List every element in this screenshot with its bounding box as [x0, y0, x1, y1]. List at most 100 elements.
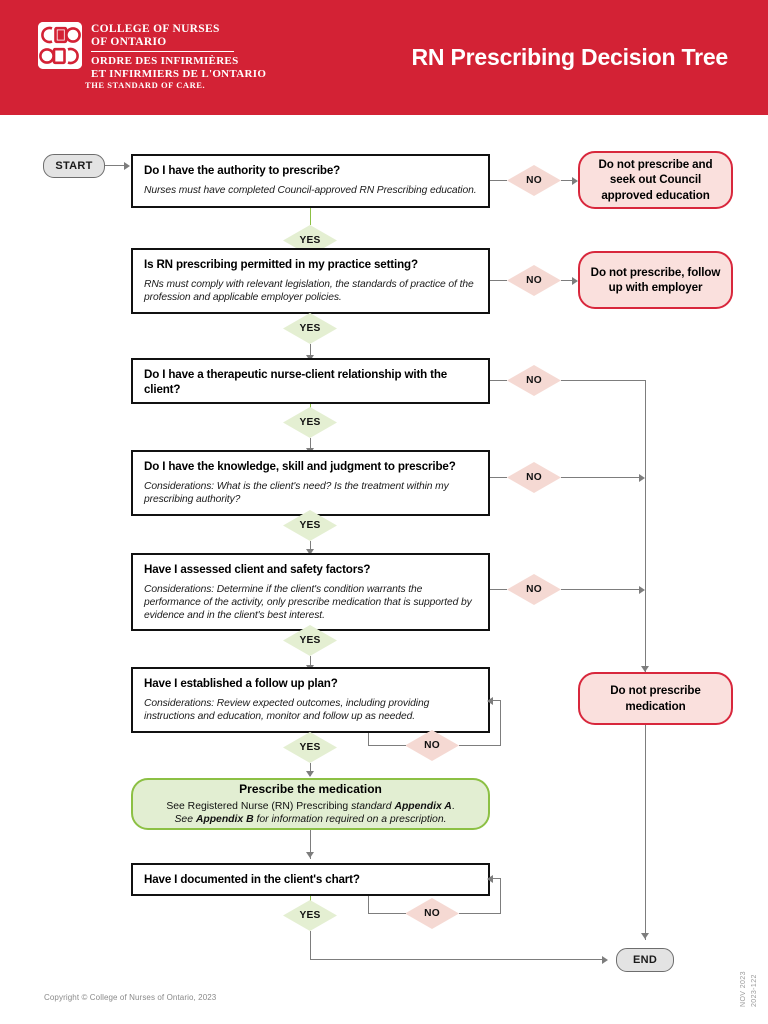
- prescribe-appendix-a: Appendix A: [394, 800, 452, 812]
- decision-no-practice-setting[interactable]: NO: [507, 265, 561, 296]
- arrow-q7-no-loopback: [487, 875, 493, 883]
- connector-q3-no-trunk: [561, 380, 646, 382]
- connector-q7-yes-down: [310, 931, 312, 960]
- decision-sub: Considerations: What is the client's nee…: [144, 480, 449, 505]
- no-label: NO: [526, 175, 542, 186]
- decision-yes-documented-chart[interactable]: YES: [283, 900, 337, 931]
- prescribe-line-1: See Registered Nurse (RN) Prescribing st…: [166, 800, 454, 814]
- decision-no-client-safety-factors[interactable]: NO: [507, 574, 561, 605]
- decision-box-knowledge-skill-judgment[interactable]: Do I have the knowledge, skill and judgm…: [131, 450, 490, 516]
- date-code: NOV 2023: [740, 971, 747, 1007]
- decision-box-authority[interactable]: Do I have the authority to prescribe? Nu…: [131, 154, 490, 208]
- connector-q7-no-return: [493, 878, 501, 880]
- decision-yes-follow-up-plan[interactable]: YES: [283, 732, 337, 763]
- connector-q2-yes-bottom: [310, 344, 312, 362]
- logo-line-1: COLLEGE OF NURSES: [91, 23, 220, 35]
- connector-q6-no-riser: [500, 700, 502, 746]
- decision-no-follow-up-plan[interactable]: NO: [405, 730, 459, 761]
- decision-title: Have I assessed client and safety factor…: [144, 563, 371, 576]
- arrow-q7-yes-to-end: [602, 956, 608, 964]
- arrow-q1-no: [572, 177, 578, 185]
- connector-q1-no-to-outcome: [561, 180, 575, 182]
- connector-q7-no-up: [368, 896, 370, 914]
- connector-q2-no-to-outcome: [561, 280, 575, 282]
- end-node[interactable]: END: [616, 948, 674, 972]
- outcome-no-medication[interactable]: Do not prescribe medication: [578, 672, 733, 725]
- decision-yes-therapeutic-relationship[interactable]: YES: [283, 407, 337, 438]
- prescribe-line-2: See Appendix B for information required …: [166, 813, 454, 827]
- cno-logo: COLLEGE OF NURSES OF ONTARIO ORDRE DES I…: [38, 22, 266, 80]
- connector-q6-no-return: [493, 700, 501, 702]
- decision-sub: RNs must comply with relevant legislatio…: [144, 278, 474, 303]
- decision-box-practice-setting[interactable]: Is RN prescribing permitted in my practi…: [131, 248, 490, 314]
- arrow-prescribe-to-q7: [306, 852, 314, 858]
- decision-no-documented-chart[interactable]: NO: [405, 898, 459, 929]
- decision-no-therapeutic-relationship[interactable]: NO: [507, 365, 561, 396]
- connector-q2-no: [490, 280, 507, 282]
- logo-line-3: ORDRE DES INFIRMIÈRES: [91, 55, 239, 67]
- connector-q1-yes-top: [310, 208, 312, 225]
- decision-yes-practice-setting[interactable]: YES: [283, 313, 337, 344]
- arrow-trunk-to-no-medication: [641, 666, 649, 672]
- logo-line-2: OF ONTARIO: [91, 35, 167, 48]
- prescribe-title: Prescribe the medication: [239, 781, 382, 796]
- connector-q6-no-left: [368, 745, 406, 747]
- decision-box-therapeutic-relationship[interactable]: Do I have a therapeutic nurse-client rel…: [131, 358, 490, 404]
- yes-label: YES: [299, 323, 321, 334]
- decision-title: Is RN prescribing permitted in my practi…: [144, 258, 418, 271]
- yes-label: YES: [299, 742, 321, 753]
- flowchart-canvas: START Do I have the authority to prescri…: [0, 115, 768, 1024]
- document-codes: NOV 2023 2023-122: [730, 955, 760, 1015]
- yes-label: YES: [299, 635, 321, 646]
- decision-sub: Considerations: Determine if the client'…: [144, 583, 472, 621]
- decision-box-follow-up-plan[interactable]: Have I established a follow up plan? Con…: [131, 667, 490, 733]
- connector-q6-no-up: [368, 733, 370, 746]
- connector-q7-yes-top: [310, 896, 312, 902]
- connector-q1-no: [490, 180, 507, 182]
- connector-q5-no: [490, 589, 507, 591]
- arrow-q2-no: [572, 277, 578, 285]
- prescribe-l1-d: .: [451, 800, 455, 812]
- doc-code: 2023-122: [751, 974, 758, 1007]
- connector-q4-yes-bottom: [310, 541, 312, 556]
- decision-box-documented-chart[interactable]: Have I documented in the client's chart?: [131, 863, 490, 896]
- arrow-no-medication-to-end: [641, 933, 649, 939]
- connector-no-medication-to-end: [645, 725, 647, 940]
- connector-q6-yes-bottom: [310, 763, 312, 776]
- outcome-no-authority[interactable]: Do not prescribe and seek out Council ap…: [578, 151, 733, 209]
- action-prescribe-medication[interactable]: Prescribe the medication See Registered …: [131, 778, 490, 830]
- connector-q3-yes-bottom: [310, 438, 312, 454]
- cno-oiio-logo-icon: [38, 22, 82, 69]
- decision-title: Do I have the knowledge, skill and judgm…: [144, 460, 456, 473]
- connector-prescribe-to-q7: [310, 830, 312, 859]
- outcome-not-permitted[interactable]: Do not prescribe, follow up with employe…: [578, 251, 733, 309]
- connector-q4-no: [490, 477, 507, 479]
- decision-yes-client-safety-factors[interactable]: YES: [283, 625, 337, 656]
- prescribe-l2-c: for information required on a prescripti…: [253, 814, 447, 825]
- start-node[interactable]: START: [43, 154, 105, 178]
- decision-no-knowledge-skill-judgment[interactable]: NO: [507, 462, 561, 493]
- logo-line-4: ET INFIRMIERS DE L'ONTARIO: [91, 67, 267, 80]
- arrow-q4-yes: [306, 549, 314, 555]
- copyright-text: Copyright © College of Nurses of Ontario…: [44, 993, 217, 1002]
- logo-divider: [91, 51, 234, 52]
- prescribe-appendix-b: Appendix B: [195, 814, 254, 825]
- arrow-q6-yes: [306, 771, 314, 777]
- connector-q5-no-trunk: [561, 589, 641, 591]
- decision-box-client-safety-factors[interactable]: Have I assessed client and safety factor…: [131, 553, 490, 631]
- page-header: COLLEGE OF NURSES OF ONTARIO ORDRE DES I…: [0, 0, 768, 115]
- decision-yes-knowledge-skill-judgment[interactable]: YES: [283, 510, 337, 541]
- prescribe-l1-b: standard: [351, 800, 395, 812]
- yes-label: YES: [299, 417, 321, 428]
- connector-q6-no-right: [459, 745, 501, 747]
- connector-q4-no-trunk: [561, 477, 641, 479]
- connector-q3-no: [490, 380, 507, 382]
- yes-label: YES: [299, 235, 321, 246]
- decision-title: Do I have a therapeutic nurse-client rel…: [144, 368, 448, 396]
- no-label: NO: [526, 472, 542, 483]
- connector-q7-no-right: [459, 913, 501, 915]
- prescribe-l1-a: See Registered Nurse (RN) Prescribing: [166, 800, 352, 812]
- no-label: NO: [526, 275, 542, 286]
- decision-title: Have I documented in the client's chart?: [144, 873, 360, 886]
- decision-no-authority[interactable]: NO: [507, 165, 561, 196]
